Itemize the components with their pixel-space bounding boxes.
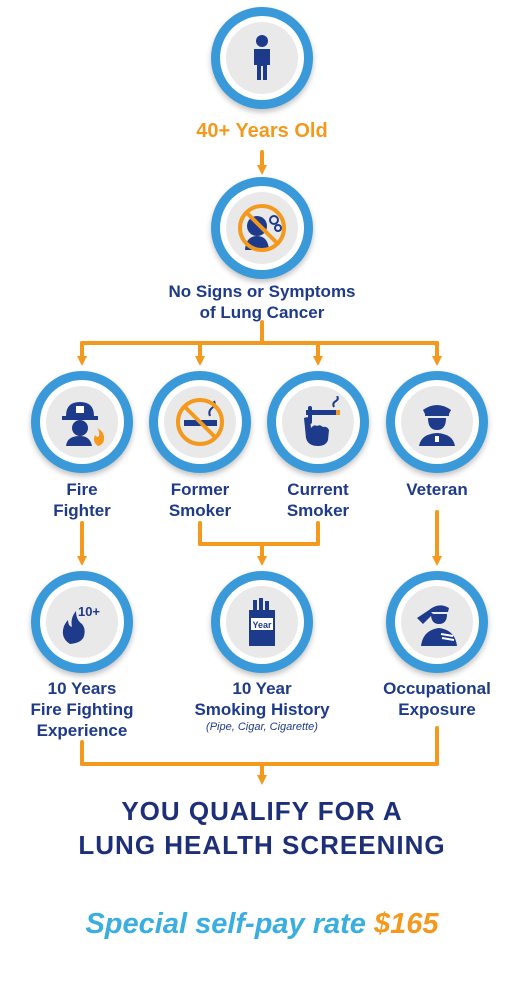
rate-price: $165 [374,908,439,940]
person-icon [254,35,270,80]
former-smoker-node [149,371,251,473]
age-node [211,7,313,109]
flame-10-plus-icon: 10+ [62,604,100,644]
no-symptoms-node [211,177,313,279]
veteran-node [386,371,488,473]
cigarette-pack-icon: Year [249,598,275,646]
flame-badge-text: 10+ [78,604,100,619]
smoking-history-label: 10 Year Smoking History (Pipe, Cigar, Ci… [194,679,330,733]
no-smoking-icon [176,398,224,446]
occupational-label: Occupational Exposure [383,679,491,719]
smoking-history-sublabel: (Pipe, Cigar, Cigarette) [206,721,318,733]
soldier-icon [419,405,455,446]
no-symptoms-label: No Signs or Symptoms of Lung Cancer [168,282,356,322]
current-smoker-label: Current Smoker [286,480,350,520]
saluting-soldier-icon [417,605,457,646]
veteran-label: Veteran [406,480,468,499]
current-smoker-node [267,371,369,473]
fire-experience-node: 10+ [31,571,133,673]
occupational-node [386,571,488,673]
hand-cigarette-icon [304,396,340,446]
fire-fighter-label: Fire Fighter [53,480,111,520]
former-smoker-label: Former Smoker [168,480,232,520]
pack-label-text: Year [252,620,272,630]
fire-experience-label: 10 Years Fire Fighting Experience [30,679,134,740]
smoking-history-node: Year [211,571,313,673]
fire-fighter-node [31,371,133,473]
self-pay-rate: Special self-pay rate $165 [0,908,524,941]
no-coughing-icon [238,204,286,252]
firefighter-icon [62,402,105,446]
rate-text: Special self-pay rate [85,908,366,940]
age-label: 40+ Years Old [196,120,328,142]
qualify-heading: YOU QUALIFY FOR A LUNG HEALTH SCREENING [78,796,446,860]
